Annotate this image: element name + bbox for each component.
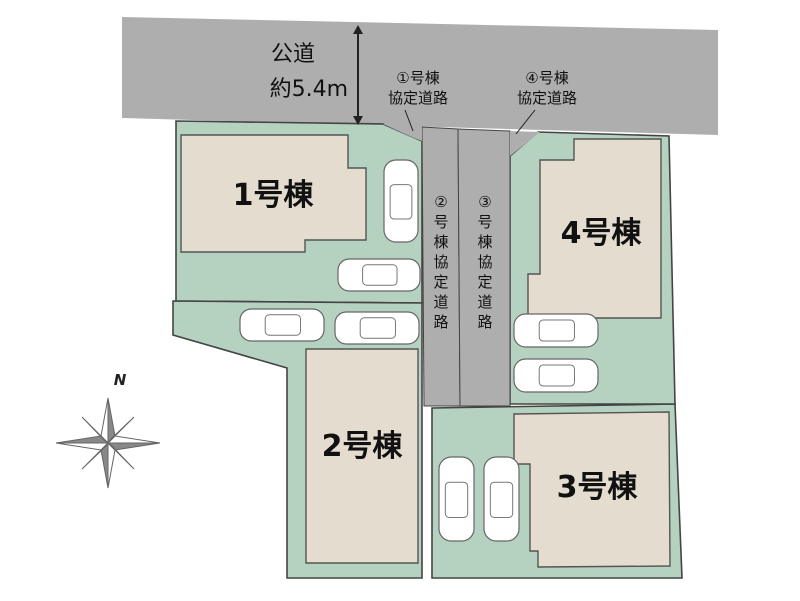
building-2 [305, 348, 419, 564]
private-road-3-char: 道 [477, 293, 492, 311]
private-road-2-char: 道 [433, 293, 448, 311]
public-road [122, 17, 718, 135]
parked-car-icon [383, 159, 419, 243]
private-road-3-char: 号 [477, 213, 492, 231]
private-road-3-char: 定 [477, 273, 492, 291]
building-1 [180, 134, 367, 253]
north-label: N [114, 371, 127, 389]
public-road-width: 約5.4m [270, 77, 348, 102]
parked-car-icon [239, 308, 325, 342]
private-road-3-char: 棟 [477, 233, 492, 251]
road-4-wedge [510, 131, 540, 156]
callout-4-label: 協定道路 [517, 89, 577, 107]
parked-car-icon [483, 456, 520, 542]
compass-icon [55, 397, 161, 489]
private-road-2-char: 定 [433, 273, 448, 291]
private-road-3-char: ③ [478, 193, 491, 211]
building-4-label: 4号棟 [561, 216, 643, 251]
private-road-3 [457, 128, 511, 407]
public-road-name: 公道 [271, 42, 315, 67]
callout-4-leader [515, 109, 536, 135]
private-road-2-char: 棟 [433, 233, 448, 251]
private-road-2-char: 号 [433, 213, 448, 231]
parked-car-icon [438, 456, 475, 542]
parked-car-icon [513, 358, 599, 393]
private-road-3-char: 協 [477, 253, 492, 271]
building-3 [513, 411, 671, 568]
marker-arrow-top [353, 25, 363, 34]
parked-car-icon [513, 313, 599, 348]
private-road-2-char: ② [434, 193, 447, 211]
callout-1-label: 協定道路 [388, 89, 448, 107]
marker-arrow-bottom [353, 116, 363, 125]
private-road-3-char: 路 [477, 313, 492, 331]
building-3-label: 3号棟 [557, 470, 639, 505]
parked-car-icon [337, 258, 421, 292]
compass-rose: N [55, 371, 161, 489]
building-1-label: 1号棟 [233, 178, 315, 213]
building-2-label: 2号棟 [322, 429, 404, 464]
callout-1-leader [404, 109, 414, 132]
parking-cars [239, 159, 599, 542]
callout-1-number: ①号棟 [396, 69, 439, 87]
parked-car-icon [334, 311, 420, 345]
building-4 [527, 138, 662, 319]
callout-4-number: ④号棟 [525, 69, 568, 87]
buildings [180, 134, 671, 568]
private-road-2-char: 協 [433, 253, 448, 271]
private-road-2-char: 路 [433, 313, 448, 331]
